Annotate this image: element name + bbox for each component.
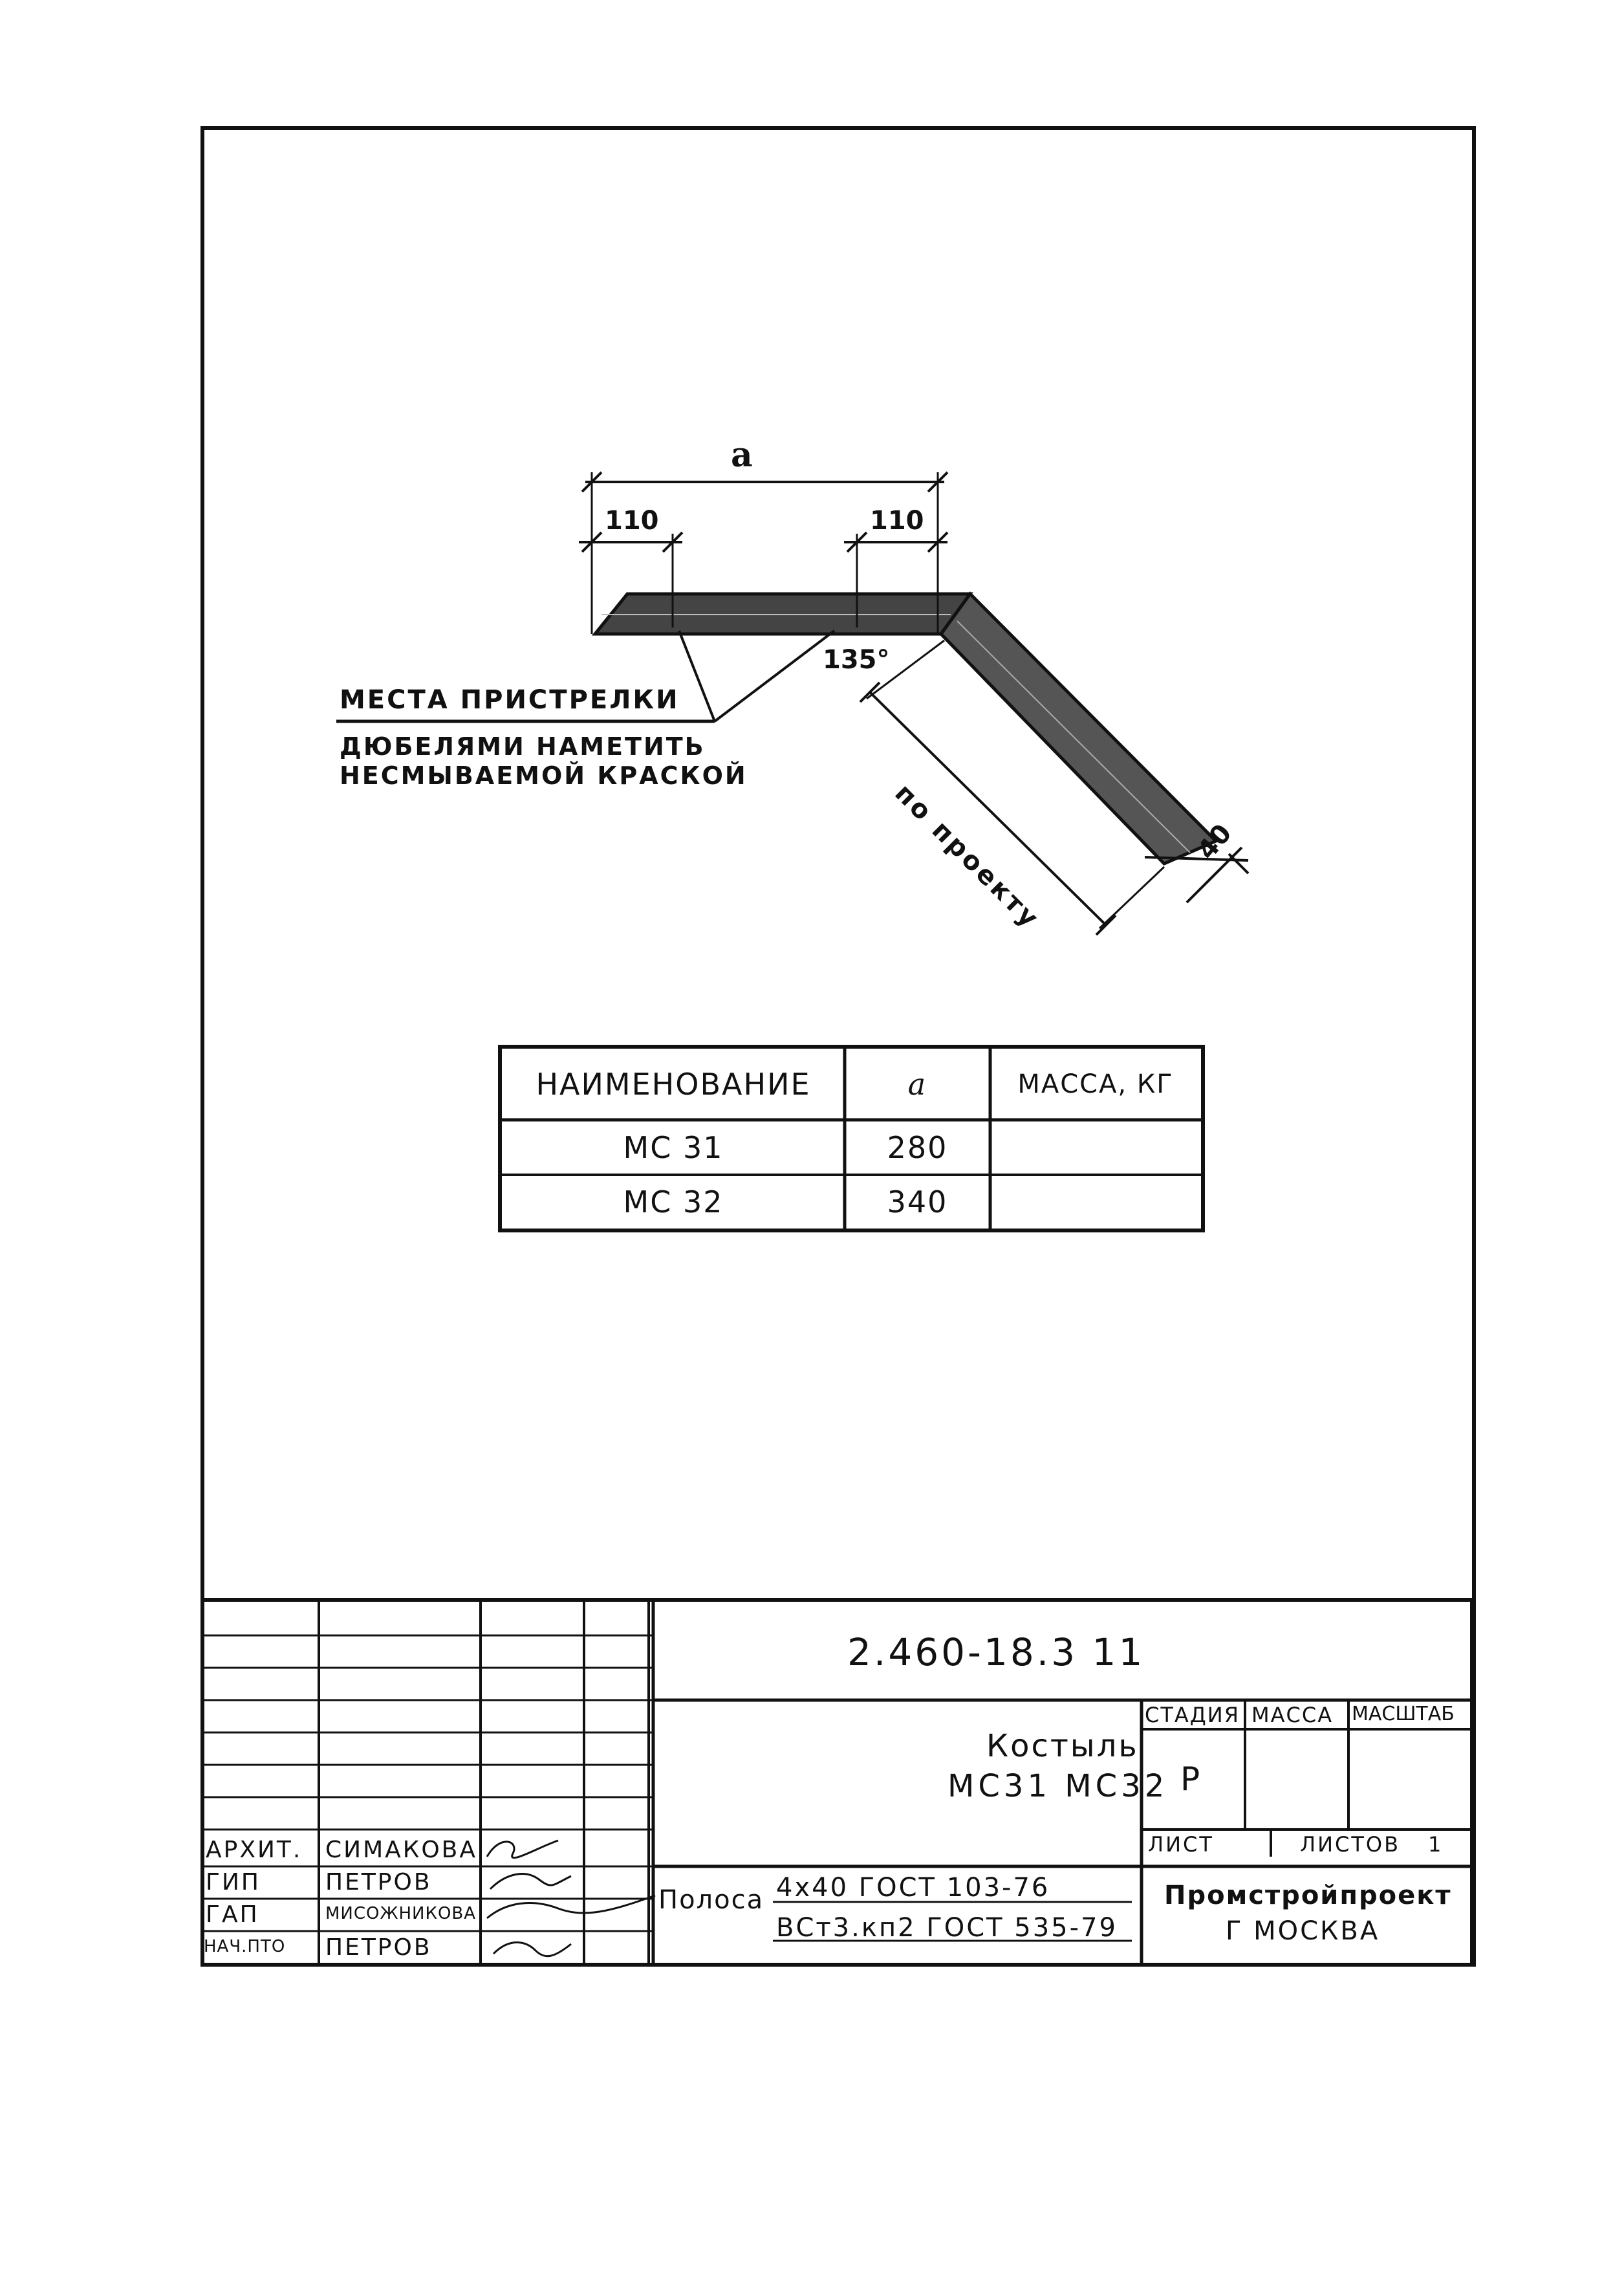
title-block-grid [200,1598,1476,1967]
dim-slant-line [869,691,1107,926]
sheets-label: Листов [1300,1832,1401,1857]
spec-row-1-a: 280 [887,1130,948,1165]
signer-2-name: Петров [325,1869,432,1895]
spec-header-mass: Масса, кг [1017,1069,1174,1099]
signer-4-role: Нач.ПТО [204,1937,286,1956]
title-block: Архит. Симакова ГИП Петров ГАП Мисожнико… [200,1598,1476,1967]
angle-label: 135° [823,645,890,675]
signer-1-name: Симакова [325,1837,477,1863]
dim-110-right-label: 110 [870,506,924,536]
spec-row-2-mass [990,1175,1201,1229]
spec-table-grid [502,1049,1201,1229]
title-line-2: МС31 МС32 [947,1768,1169,1804]
spec-row-1-mass [990,1120,1201,1175]
note-line-1: Места пристрелки [340,685,680,715]
material-line-2: ВСт3.кп2 ГОСТ 535-79 [776,1913,1118,1943]
spec-table: Наименование a Масса, кг МС 31 280 МС 32… [498,1045,1205,1232]
material-prefix: Полоса [658,1885,764,1915]
sheet-label: Лист [1148,1832,1214,1857]
document-code: 2.460-18.3 11 [847,1630,1145,1674]
signer-2-role: ГИП [206,1869,261,1895]
signer-4-name: Петров [325,1934,432,1961]
stage-value: Р [1180,1760,1200,1798]
spec-row-2-a: 340 [887,1184,948,1219]
title-line-1: Костыль [986,1728,1139,1764]
stage-header: Стадия [1145,1703,1240,1727]
dim-110-left-label: 110 [605,506,659,536]
note-line-2: дюбелями наметить [340,732,706,761]
material-line-1: 4х40 ГОСТ 103-76 [776,1873,1050,1903]
spec-row-2-name: МС 32 [623,1184,724,1219]
signer-3-name: Мисожникова [325,1904,477,1923]
signatures-handwritten [486,1839,656,1958]
spec-header-a: a [907,1067,927,1102]
spec-header-name: Наименование [536,1067,811,1102]
dim-a-label: a [731,435,753,475]
signer-3-role: ГАП [206,1901,259,1928]
organization-city: г Москва [1226,1916,1380,1946]
spec-row-1-name: МС 31 [623,1130,724,1165]
bracket-inclined-part [938,591,1219,866]
signer-1-role: Архит. [206,1837,303,1863]
scale-header: Масштаб [1352,1703,1455,1725]
organization-name: Промстройпроект [1164,1881,1452,1910]
note-line-3: несмываемой краской [340,761,748,790]
mass-header: Масса [1251,1703,1334,1727]
sheets-value: 1 [1428,1832,1444,1857]
